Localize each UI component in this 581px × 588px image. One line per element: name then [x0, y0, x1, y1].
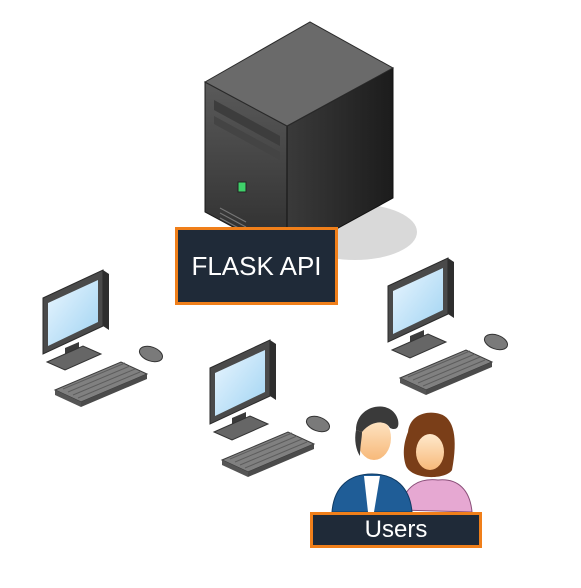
- users-label-text: Users: [364, 516, 428, 543]
- desktop-computer-icon-left: [42, 269, 166, 408]
- desktop-computer-icon-right: [387, 257, 511, 396]
- desktop-computer-icon-center: [209, 339, 333, 478]
- server-tower-icon: [203, 21, 395, 257]
- server-label-text: FLASK API: [191, 250, 322, 281]
- users-label: Users: [310, 512, 482, 548]
- server-label: FLASK API: [175, 227, 338, 305]
- users-group-icon: [331, 406, 473, 513]
